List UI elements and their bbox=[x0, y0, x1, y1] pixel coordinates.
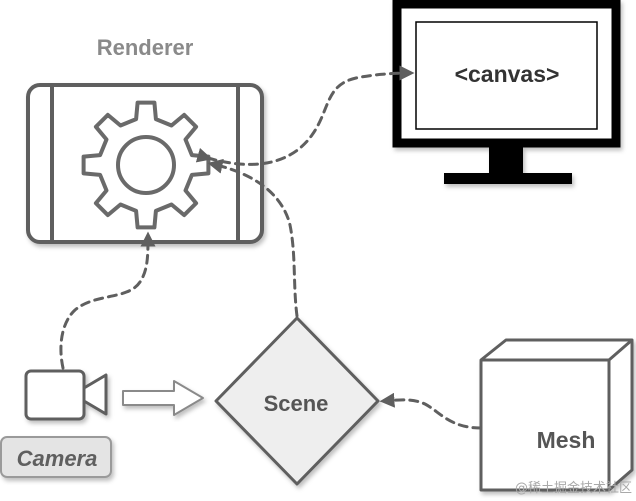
camera-node: Camera bbox=[0, 369, 112, 478]
camera-badge: Camera bbox=[0, 436, 112, 478]
cube-icon bbox=[479, 338, 634, 492]
edges bbox=[59, 65, 483, 430]
monitor-icon bbox=[392, 0, 621, 184]
gear-icon bbox=[81, 100, 211, 230]
canvas-label: <canvas> bbox=[455, 61, 560, 87]
renderer-label: Renderer bbox=[97, 35, 194, 60]
mesh-node: Mesh bbox=[479, 338, 634, 492]
watermark-text: @稀土掘金技术社区 bbox=[515, 480, 632, 496]
scene-node: Scene bbox=[214, 316, 380, 486]
edge-mesh-to-scene bbox=[379, 392, 483, 430]
scene-diamond bbox=[214, 316, 380, 486]
edge-scene-to-renderer bbox=[207, 158, 299, 318]
renderer-node: Renderer bbox=[26, 35, 264, 244]
canvas-node: <canvas> bbox=[392, 0, 621, 184]
camera-label: Camera bbox=[17, 446, 98, 471]
scene-label: Scene bbox=[264, 391, 329, 416]
video-camera-icon bbox=[24, 369, 108, 421]
mesh-label: Mesh bbox=[537, 427, 596, 453]
edge-camera-to-renderer bbox=[59, 231, 156, 370]
edge-renderer-to-canvas bbox=[195, 65, 415, 166]
edge-camera-to-scene bbox=[122, 380, 204, 416]
